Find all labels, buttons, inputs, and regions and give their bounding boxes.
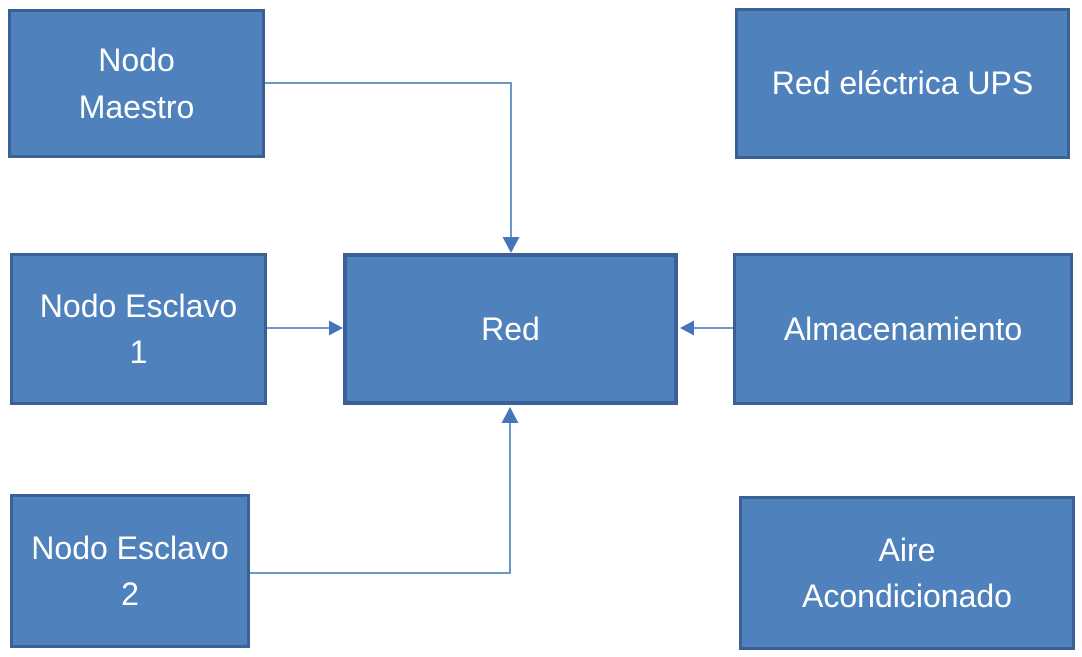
node-label: Red eléctrica UPS (771, 65, 1034, 102)
node-almacenamiento: Almacenamiento (733, 253, 1073, 405)
node-nodo-maestro: Nodo Maestro (8, 9, 265, 158)
edge-line (265, 82, 512, 238)
edge-nodo-esclavo-2-to-red (250, 407, 519, 574)
node-label: Almacenamiento (783, 310, 1023, 347)
edge-nodo-maestro-to-red (265, 82, 520, 253)
node-label: Nodo Esclavo 1 (39, 287, 238, 370)
node-red-electrica-ups: Red eléctrica UPS (735, 8, 1070, 159)
node-label: Red (481, 310, 540, 347)
edge-almacenamiento-to-red (680, 320, 733, 336)
node-nodo-esclavo-1: Nodo Esclavo 1 (10, 253, 267, 405)
node-nodo-esclavo-2: Nodo Esclavo 2 (10, 494, 250, 648)
edge-nodo-esclavo-1-to-red (267, 320, 343, 336)
node-label: Nodo Esclavo 2 (31, 529, 229, 612)
arrowhead-up-icon (501, 407, 519, 423)
arrowhead-down-icon (502, 237, 520, 253)
node-label: Nodo Maestro (78, 42, 195, 125)
node-aire-acondicionado: Aire Acondicionado (739, 496, 1075, 650)
arrowhead-left-icon (680, 320, 694, 336)
arrowhead-right-icon (329, 320, 343, 336)
node-label: Aire Acondicionado (802, 531, 1012, 614)
node-red: Red (343, 253, 678, 405)
edge-line (250, 422, 511, 574)
